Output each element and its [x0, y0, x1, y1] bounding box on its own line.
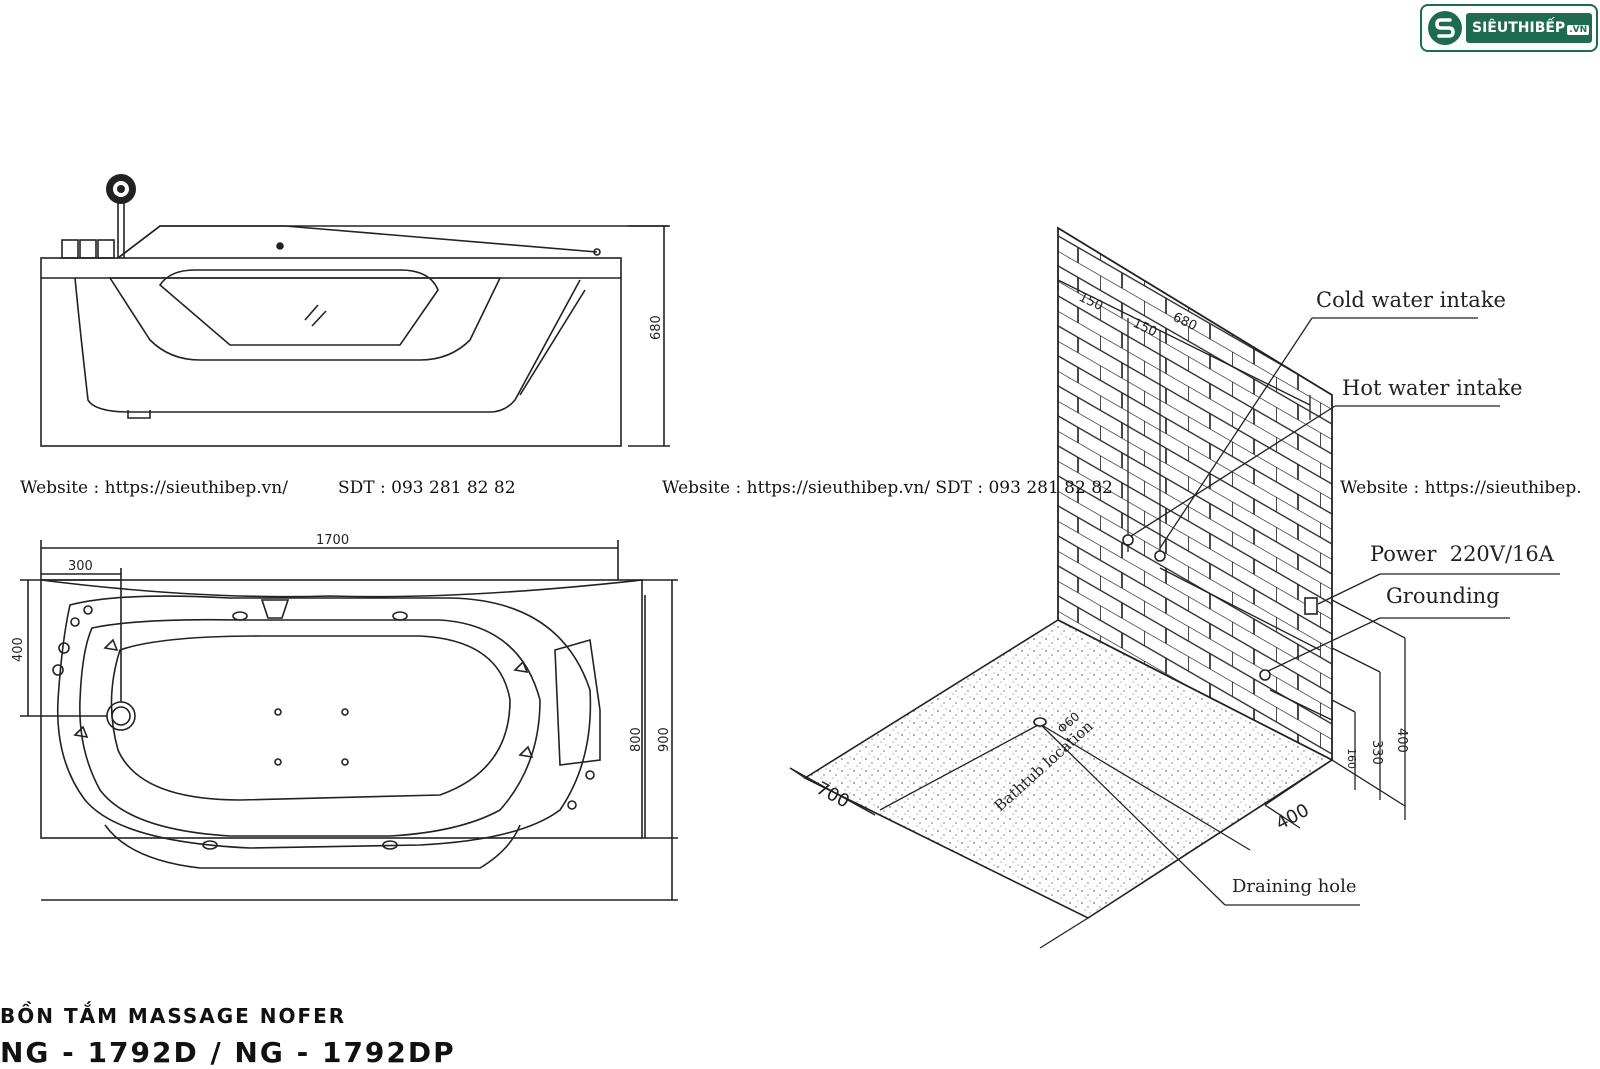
cold-water-label: Cold water intake — [1316, 288, 1506, 312]
brand-logo[interactable]: SIÊUTHIBẾP.VN — [1420, 4, 1598, 52]
power-label: Power 220V/16A — [1370, 542, 1554, 566]
dim-top-400: 400 — [11, 637, 26, 662]
power-socket-icon — [1304, 597, 1318, 615]
logo-s-icon — [1428, 11, 1462, 45]
dim-top-800: 800 — [629, 727, 644, 752]
top-view — [20, 540, 678, 901]
watermark-website-3[interactable]: Website : https://sieuthibep. — [1340, 478, 1582, 498]
dim-height-400: 400 — [1394, 728, 1409, 753]
dim-top-300: 300 — [68, 559, 93, 574]
grounding-point-icon — [1259, 669, 1271, 681]
logo-text: SIÊUTHIBẾP.VN — [1466, 13, 1592, 43]
product-title: NG - 1792D / NG - 1792DP — [0, 1036, 456, 1069]
hot-water-label: Hot water intake — [1342, 376, 1523, 400]
dim-height-160: 160 — [1345, 748, 1358, 769]
dim-top-length: 1700 — [316, 533, 349, 548]
grounding-label: Grounding — [1386, 584, 1500, 608]
cold-water-inlet-icon — [1154, 550, 1166, 562]
side-view-body — [40, 257, 622, 447]
dim-height-330: 330 — [1369, 740, 1384, 765]
watermark-website-phone-2[interactable]: Website : https://sieuthibep.vn/ SDT : 0… — [662, 478, 1113, 498]
hot-water-inlet-icon — [1122, 534, 1134, 546]
hand-shower-icon — [106, 174, 136, 204]
product-subtitle: BỒN TẮM MASSAGE NOFER — [0, 1004, 347, 1028]
watermark-website-1[interactable]: Website : https://sieuthibep.vn/ — [20, 478, 288, 498]
isometric-view — [789, 226, 1560, 949]
side-view — [40, 196, 670, 447]
dim-floor-400: 400 — [1272, 800, 1312, 835]
watermark-phone-1[interactable]: SDT : 093 281 82 82 — [338, 478, 516, 498]
dim-top-900: 900 — [657, 727, 672, 752]
top-view-body — [40, 579, 643, 839]
drain-hole-icon — [1033, 717, 1047, 727]
dim-side-height: 680 — [649, 315, 664, 340]
draining-hole-label: Draining hole — [1232, 876, 1357, 897]
